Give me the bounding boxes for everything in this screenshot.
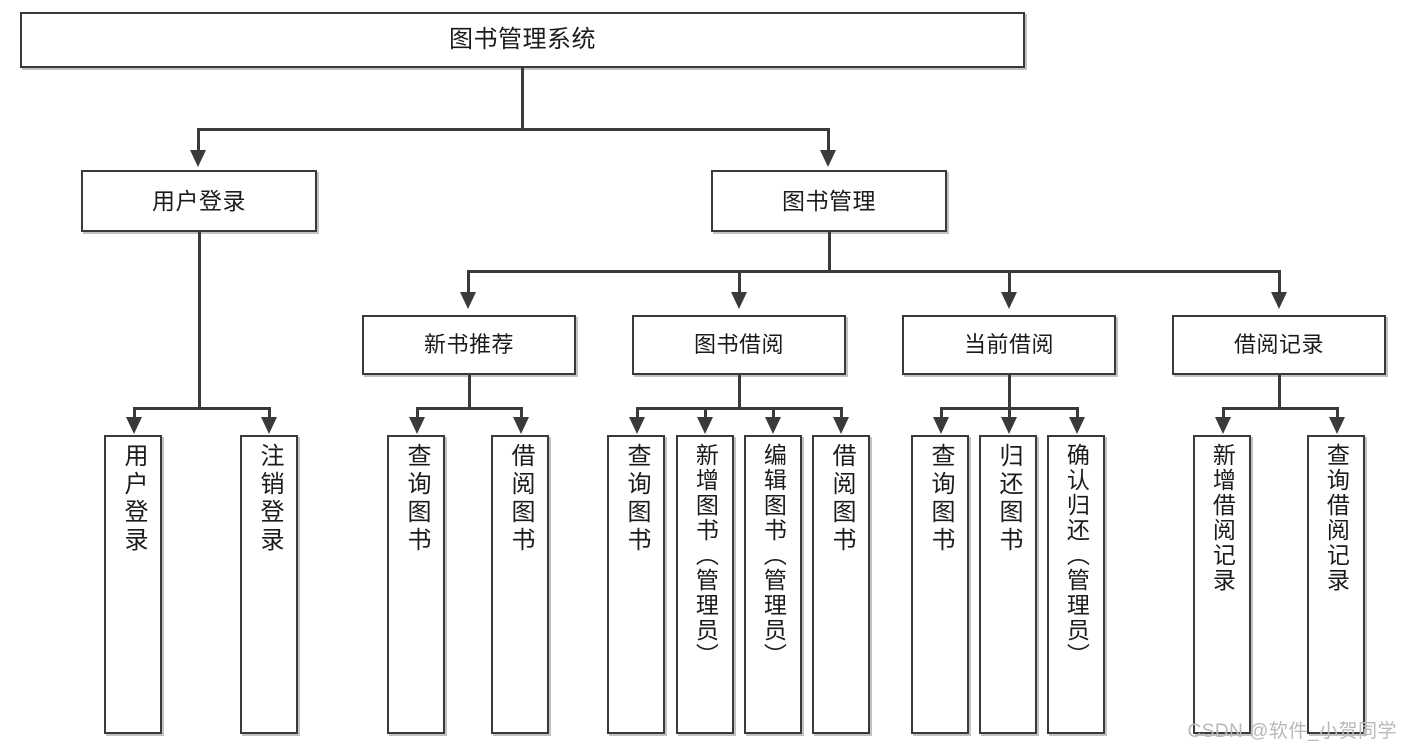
leaf-user-login[interactable]: 用户登录 (104, 435, 162, 734)
connector-new-book-drop-1 (416, 407, 419, 419)
leaf-bb-borrow-book[interactable]: 借阅图书 (812, 435, 870, 734)
node-root[interactable]: 图书管理系统 (20, 12, 1025, 68)
connector-book-mgmt-stem (828, 232, 831, 270)
arrowhead-cb-leaf-1 (933, 417, 949, 434)
leaf-bb-query-book[interactable]: 查询图书 (607, 435, 665, 734)
leaf-bb-add-book-admin-label: 新增图书（管理员） (692, 443, 719, 668)
arrowhead-nb-leaf-1 (409, 417, 425, 434)
arrowhead-nb-leaf-2 (513, 417, 529, 434)
arrowhead-current-borrow (1001, 292, 1017, 309)
connector-bb-drop-3 (772, 407, 775, 419)
leaf-br-query-record-label: 查询借阅记录 (1323, 443, 1350, 593)
connector-user-login-drop-2 (268, 407, 271, 419)
leaf-user-login-label: 用户登录 (119, 443, 147, 555)
leaf-cb-confirm-return-admin[interactable]: 确认归还（管理员） (1047, 435, 1105, 734)
node-user-login[interactable]: 用户登录 (81, 170, 317, 232)
connector-bb-drop-1 (636, 407, 639, 419)
arrowhead-user-login (190, 150, 206, 167)
arrowhead-bb-leaf-4 (833, 417, 849, 434)
node-current-borrow-label: 当前借阅 (963, 332, 1054, 358)
connector-root-to-book-mgmt (827, 128, 830, 150)
leaf-cb-return-book-label: 归还图书 (994, 443, 1022, 555)
arrowhead-leaf-logout (261, 417, 277, 434)
arrowhead-new-book (460, 292, 476, 309)
leaf-bb-edit-book-admin-label: 编辑图书（管理员） (760, 443, 787, 668)
connector-bb-drop-4 (840, 407, 843, 419)
arrowhead-br-leaf-2 (1329, 417, 1345, 434)
leaf-bb-query-book-label: 查询图书 (622, 443, 650, 555)
leaf-bb-edit-book-admin[interactable]: 编辑图书（管理员） (744, 435, 802, 734)
connector-new-book-drop-2 (520, 407, 523, 419)
node-new-book-recommend-label: 新书推荐 (423, 332, 514, 358)
connector-user-login-stem (198, 232, 201, 407)
leaf-br-add-record-label: 新增借阅记录 (1209, 443, 1236, 593)
leaf-logout-label: 注销登录 (255, 443, 283, 555)
leaf-br-query-record[interactable]: 查询借阅记录 (1307, 435, 1365, 734)
arrowhead-cb-leaf-3 (1069, 417, 1085, 434)
leaf-nb-query-book[interactable]: 查询图书 (387, 435, 445, 734)
csdn-watermark: CSDN @软件_小贺同学 (1187, 721, 1397, 742)
connector-user-login-bus (133, 407, 270, 410)
connector-root-bus (197, 128, 829, 131)
leaf-cb-return-book[interactable]: 归还图书 (979, 435, 1037, 734)
node-book-management[interactable]: 图书管理 (711, 170, 947, 232)
leaf-cb-query-book[interactable]: 查询图书 (911, 435, 969, 734)
leaf-nb-query-book-label: 查询图书 (402, 443, 430, 555)
leaf-cb-query-book-label: 查询图书 (926, 443, 954, 555)
arrowhead-borrow-record (1271, 292, 1287, 309)
arrowhead-br-leaf-1 (1215, 417, 1231, 434)
connector-root-to-user-login (197, 128, 200, 150)
leaf-nb-borrow-book[interactable]: 借阅图书 (491, 435, 549, 734)
connector-bm-drop-new-book (467, 270, 470, 292)
leaf-cb-confirm-return-admin-label: 确认归还（管理员） (1063, 443, 1090, 668)
connector-borrow-record-stem (1278, 375, 1281, 407)
arrowhead-bb-leaf-1 (629, 417, 645, 434)
arrowhead-bb-leaf-3 (765, 417, 781, 434)
node-current-borrow[interactable]: 当前借阅 (902, 315, 1116, 375)
connector-new-book-stem (468, 375, 471, 407)
connector-cb-drop-2 (1008, 407, 1011, 419)
node-book-borrow[interactable]: 图书借阅 (632, 315, 846, 375)
connector-cb-drop-3 (1076, 407, 1079, 419)
connector-bm-drop-book-borrow (738, 270, 741, 292)
leaf-bb-add-book-admin[interactable]: 新增图书（管理员） (676, 435, 734, 734)
node-new-book-recommend[interactable]: 新书推荐 (362, 315, 576, 375)
node-user-login-label: 用户登录 (152, 187, 246, 214)
arrowhead-book-borrow (731, 292, 747, 309)
arrowhead-cb-leaf-2 (1001, 417, 1017, 434)
node-book-borrow-label: 图书借阅 (693, 332, 784, 358)
connector-bm-drop-current-borrow (1008, 270, 1011, 292)
connector-br-drop-2 (1336, 407, 1339, 419)
leaf-br-add-record[interactable]: 新增借阅记录 (1193, 435, 1251, 734)
connector-book-borrow-stem (738, 375, 741, 407)
connector-bm-drop-borrow-record (1278, 270, 1281, 292)
connector-br-drop-1 (1222, 407, 1225, 419)
node-borrow-record-label: 借阅记录 (1233, 332, 1324, 358)
node-book-management-label: 图书管理 (782, 187, 876, 214)
connector-cb-drop-1 (940, 407, 943, 419)
node-root-label: 图书管理系统 (449, 26, 596, 53)
arrowhead-bb-leaf-2 (697, 417, 713, 434)
arrowhead-book-mgmt (820, 150, 836, 167)
connector-new-book-bus (416, 407, 522, 410)
connector-root-stem (521, 68, 524, 128)
connector-bb-drop-2 (704, 407, 707, 419)
connector-current-borrow-stem (1008, 375, 1011, 407)
node-borrow-record[interactable]: 借阅记录 (1172, 315, 1386, 375)
connector-user-login-drop-1 (133, 407, 136, 419)
leaf-logout[interactable]: 注销登录 (240, 435, 298, 734)
leaf-nb-borrow-book-label: 借阅图书 (506, 443, 534, 555)
connector-book-borrow-bus (636, 407, 842, 410)
connector-book-mgmt-bus (467, 270, 1279, 273)
arrowhead-leaf-user-login (126, 417, 142, 434)
leaf-bb-borrow-book-label: 借阅图书 (827, 443, 855, 555)
connector-borrow-record-bus (1222, 407, 1336, 410)
